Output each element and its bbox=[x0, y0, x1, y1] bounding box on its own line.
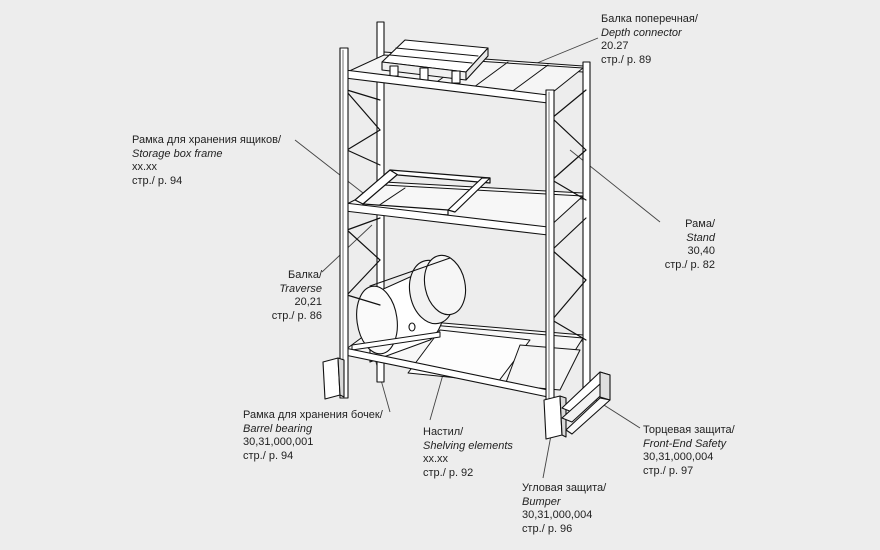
rack bbox=[322, 21, 611, 440]
callout-en: Stand bbox=[686, 231, 715, 244]
front-end-safety bbox=[561, 371, 611, 435]
callout-code: 30,31,000,004 bbox=[643, 451, 714, 463]
pallet bbox=[381, 39, 489, 84]
front-right-upright bbox=[545, 89, 555, 431]
callout-en: Front-End Safety bbox=[643, 437, 727, 450]
callout-code: xx.xx bbox=[132, 161, 158, 173]
callout-page: стр./ p. 89 bbox=[601, 53, 652, 66]
callout-code: 30,40 bbox=[687, 245, 715, 257]
callout-page: стр./ p. 86 bbox=[271, 309, 322, 322]
callout-ru: Угловая защита/ bbox=[522, 482, 607, 494]
callout-en: Shelving elements bbox=[423, 439, 513, 452]
callout-storage-box-frame: Рамка для хранения ящиков/ Storage box f… bbox=[132, 134, 281, 188]
callout-page: стр./ p. 97 bbox=[643, 464, 694, 477]
callout-stand: Рама/ Stand 30,40 стр./ p. 82 bbox=[640, 218, 715, 272]
callout-code: 20.27 bbox=[601, 40, 629, 52]
callout-en: Traverse bbox=[279, 282, 322, 295]
callout-en: Depth connector bbox=[601, 26, 682, 39]
callout-traverse: Балка/ Traverse 20,21 стр./ p. 86 bbox=[245, 269, 322, 323]
callout-ru: Рамка для хранения бочек/ bbox=[243, 409, 383, 421]
barrel-bearing-frame bbox=[351, 331, 441, 351]
callout-en: Storage box frame bbox=[132, 147, 223, 160]
callout-ru: Балка/ bbox=[288, 269, 322, 281]
callout-page: стр./ p. 94 bbox=[243, 449, 294, 462]
front-left-upright bbox=[339, 47, 349, 399]
left-frame-bracing bbox=[346, 89, 381, 306]
callout-front-end-safety: Торцевая защита/ Front-End Safety 30,31,… bbox=[643, 424, 735, 478]
callout-ru: Настил/ bbox=[423, 426, 464, 438]
callout-page: стр./ p. 82 bbox=[664, 258, 715, 271]
callout-page: стр./ p. 94 bbox=[132, 174, 183, 187]
callout-page: стр./ p. 92 bbox=[423, 466, 474, 479]
callout-code: 20,21 bbox=[294, 296, 322, 308]
callout-shelving-elements: Настил/ Shelving elements xx.xx стр./ p.… bbox=[423, 426, 513, 480]
storage-box-frame bbox=[354, 169, 491, 216]
callout-code: 30,31,000,001 bbox=[243, 436, 314, 448]
rear-right-upright bbox=[582, 61, 591, 393]
callout-code: xx.xx bbox=[423, 453, 449, 465]
callout-depth-connector: Балка поперечная/ Depth connector 20.27 … bbox=[601, 13, 698, 67]
callout-page: стр./ p. 96 bbox=[522, 522, 573, 535]
callout-ru: Рама/ bbox=[685, 218, 715, 230]
right-frame-bracing bbox=[551, 89, 587, 341]
callout-ru: Балка поперечная/ bbox=[601, 13, 698, 25]
callout-bumper: Угловая защита/ Bumper 30,31,000,004 стр… bbox=[522, 482, 606, 536]
callout-ru: Торцевая защита/ bbox=[643, 424, 735, 436]
callout-code: 30,31,000,004 bbox=[522, 509, 593, 521]
callout-ru: Рамка для хранения ящиков/ bbox=[132, 134, 281, 146]
callout-barrel-bearing: Рамка для хранения бочек/ Barrel bearing… bbox=[243, 409, 383, 463]
callout-en: Bumper bbox=[522, 495, 561, 508]
callout-en: Barrel bearing bbox=[243, 422, 313, 435]
